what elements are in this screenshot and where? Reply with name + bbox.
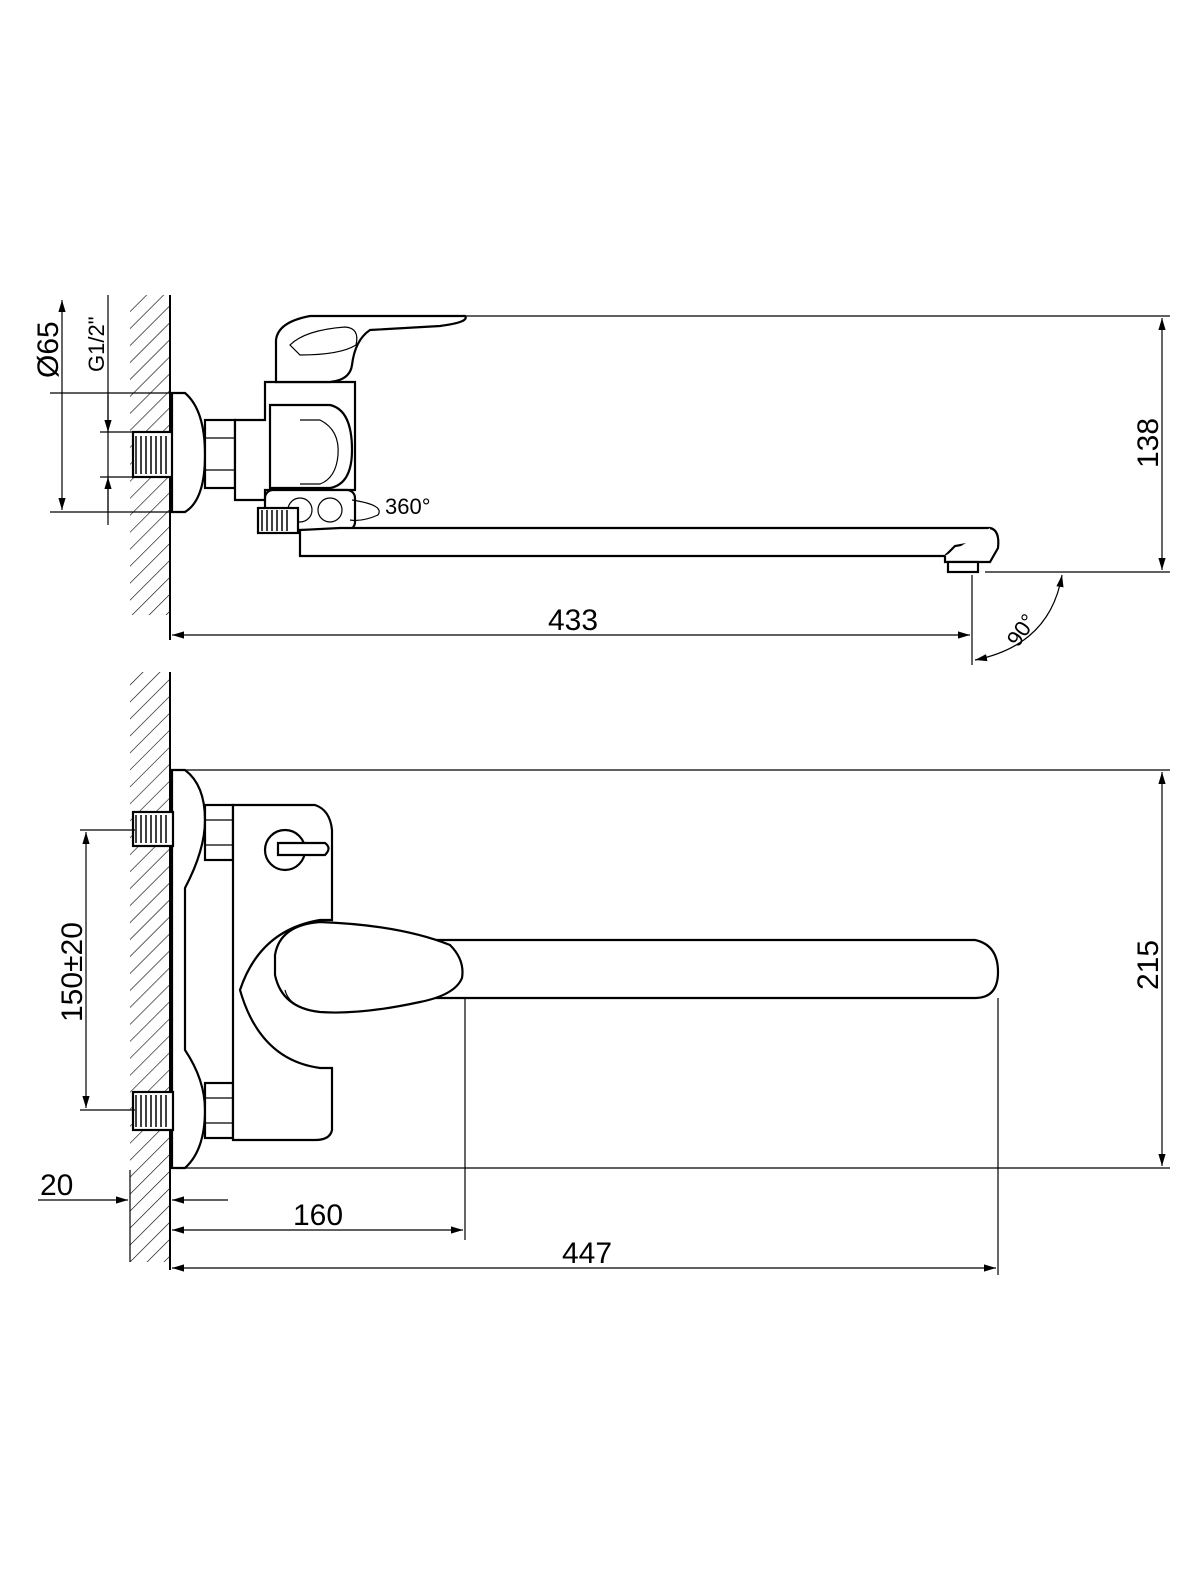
spout-front	[328, 938, 1000, 1000]
angle-label: 90°	[1002, 609, 1042, 651]
mixer-body-front	[231, 803, 334, 1142]
wall-hatch-bottom	[130, 672, 170, 1262]
spout-side	[298, 526, 996, 558]
aerator	[946, 560, 980, 574]
lever-length-label: 160	[293, 1199, 343, 1232]
thread-label: G1/2"	[84, 316, 109, 372]
length-top-label: 433	[548, 604, 598, 637]
thread-nipple	[131, 430, 175, 479]
mounting-plate	[170, 768, 207, 1170]
height-bottom-label: 215	[1132, 940, 1165, 990]
spacing-label: 150±20	[56, 922, 89, 1022]
wall-offset-label: 20	[40, 1169, 73, 1202]
swivel-label: 360°	[385, 494, 431, 519]
lever-handle-front	[273, 920, 464, 1014]
side-view: Ø65 G1/2" 138 433 360° 90°	[32, 295, 1170, 665]
height-top-label: 138	[1132, 418, 1165, 468]
swivel-collar	[256, 488, 357, 535]
total-length-label: 447	[562, 1237, 612, 1270]
hex-nut	[203, 418, 237, 490]
lever-handle-side	[274, 314, 467, 384]
front-view: 150±20 215 20 160 447	[38, 672, 1170, 1275]
escutcheon	[170, 391, 207, 514]
diameter-label: Ø65	[32, 321, 65, 378]
